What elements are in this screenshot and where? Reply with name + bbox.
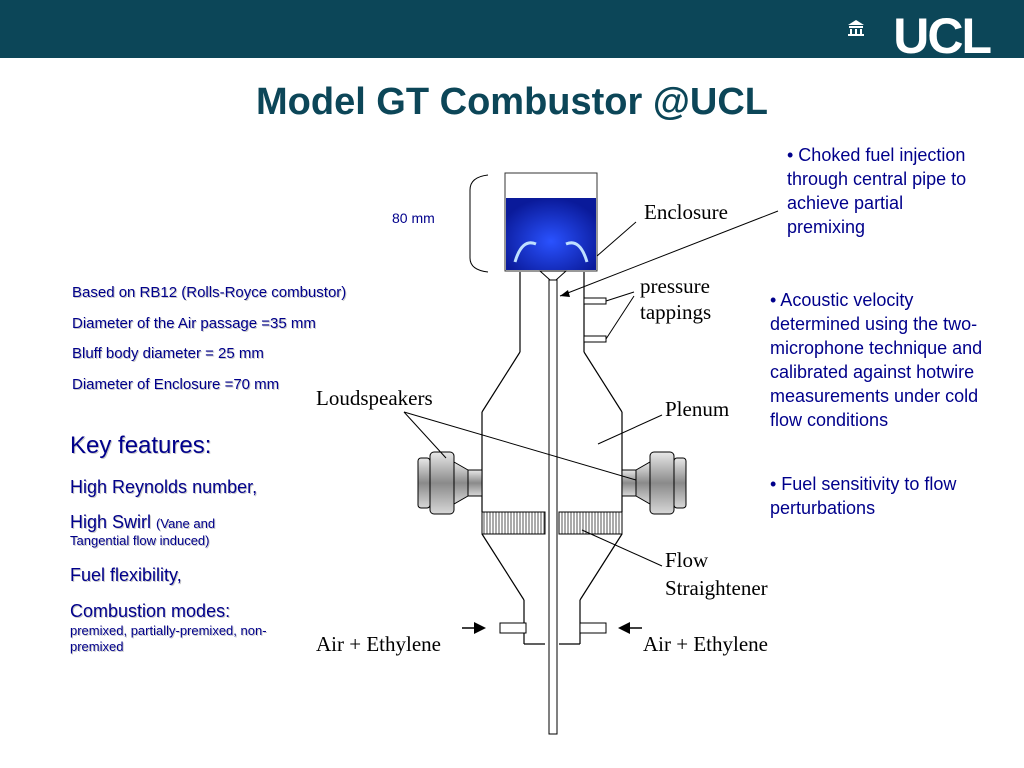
- label-tappings: tappings: [640, 300, 712, 324]
- leader-pressure-1: [605, 291, 635, 302]
- bullet-line: premixing: [787, 217, 866, 237]
- bullet-line: • Fuel sensitivity to flow: [770, 474, 957, 494]
- flame-vortex-right: [565, 241, 589, 263]
- bullet-line: • Acoustic velocity: [770, 290, 914, 310]
- label-enclosure: Enclosure: [644, 200, 728, 224]
- spec-line: Based on RB12 (Rolls-Royce combustor): [72, 284, 347, 301]
- bullet-line: achieve partial: [787, 193, 904, 213]
- flow-straightener-left: [481, 511, 546, 535]
- lower-cone-left: [481, 533, 525, 601]
- pressure-tapping: [583, 335, 607, 343]
- spec-line: Bluff body diameter = 25 mm: [72, 345, 264, 362]
- leader-fuel-injection: [559, 210, 779, 297]
- flame-image: [506, 198, 596, 270]
- page-title: Model GT Combustor @UCL: [255, 81, 769, 123]
- portico-icon: [848, 20, 864, 36]
- fuel-pipe: [548, 279, 558, 735]
- leader-plenum: [597, 414, 663, 445]
- loudspeaker-left: [417, 451, 483, 515]
- header-bar: [0, 0, 1024, 58]
- bullet-line: perturbations: [770, 498, 876, 518]
- inlet-port-left: [499, 622, 527, 634]
- dimension-brace: [469, 174, 489, 273]
- bullet-line: microphone technique and: [770, 338, 983, 358]
- bullet-line: through central pipe to: [787, 169, 967, 189]
- leader-flow-straightener: [581, 529, 663, 567]
- label-flow: Flow: [665, 548, 709, 572]
- bullet-line: • Choked fuel injection: [787, 145, 966, 165]
- ucl-logo: UCL: [893, 8, 992, 64]
- bullet-line: determined using the two-: [770, 314, 978, 334]
- leader-enclosure: [596, 221, 637, 257]
- bullet-choked-fuel: • Choked fuel injection through central …: [787, 143, 966, 239]
- label-air-ethylene-right: Air + Ethylene: [643, 632, 768, 656]
- bullet-line: flow conditions: [770, 410, 889, 430]
- leader-loudspeaker-left: [403, 411, 447, 459]
- inlet-port-right: [579, 622, 607, 634]
- flow-straightener-right: [558, 511, 623, 535]
- feature-swirl-note: (Vane and: [156, 516, 216, 531]
- label-loudspeakers: Loudspeakers: [316, 386, 433, 410]
- feature-modes-note-2: premixed: [70, 639, 124, 654]
- feature-modes-note: premixed, partially-premixed, non-: [70, 623, 267, 638]
- bullet-acoustic-velocity: • Acoustic velocity determined using the…: [770, 288, 982, 432]
- spec-line: Diameter of Enclosure =70 mm: [72, 376, 280, 393]
- bullet-fuel-sensitivity: • Fuel sensitivity to flow perturbations: [770, 472, 956, 520]
- loudspeaker-right: [621, 451, 687, 515]
- key-features-heading: Key features:: [70, 432, 212, 459]
- bullet-line: measurements under cold: [770, 386, 979, 406]
- dimension-label: 80 mm: [392, 210, 435, 226]
- bullet-line: calibrated against hotwire: [770, 362, 975, 382]
- feature-swirl-label: High Swirl: [70, 512, 152, 532]
- label-plenum: Plenum: [665, 397, 730, 421]
- pressure-tapping: [583, 297, 607, 305]
- spec-line: Diameter of the Air passage =35 mm: [72, 315, 316, 332]
- label-air-ethylene-left: Air + Ethylene: [316, 632, 441, 656]
- feature-reynolds: High Reynolds number,: [70, 477, 258, 497]
- cone-right: [583, 351, 623, 413]
- leader-loudspeaker-right: [403, 411, 637, 481]
- lower-cone-right: [579, 533, 623, 601]
- feature-modes: Combustion modes:: [70, 601, 231, 621]
- feature-fuel: Fuel flexibility,: [70, 565, 182, 585]
- feature-swirl: High Swirl (Vane and: [70, 511, 215, 533]
- bluff-body: [538, 270, 568, 281]
- label-straightener: Straightener: [665, 576, 768, 600]
- leader-pressure-2: [605, 295, 635, 340]
- label-pressure: pressure: [640, 274, 710, 298]
- cone-left: [481, 351, 521, 413]
- flame-vortex-left: [513, 241, 537, 263]
- feature-swirl-note-2: Tangential flow induced): [70, 533, 210, 548]
